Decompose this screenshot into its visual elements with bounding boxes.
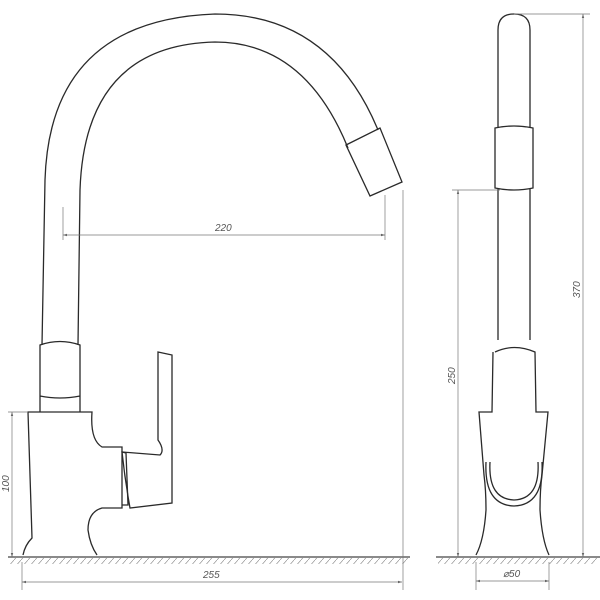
- total-height-label: 370: [572, 281, 583, 298]
- spout-nozzle: [345, 127, 403, 197]
- faucet-body: [22, 411, 123, 556]
- side-body: [475, 346, 550, 556]
- ground-hatch-front: [10, 558, 408, 564]
- handle-base: [121, 451, 129, 506]
- reach-label: 220: [214, 223, 232, 234]
- spout-tube: [41, 13, 379, 346]
- side-spout-tube: [497, 13, 531, 128]
- front-view: 220 255 100: [1, 13, 410, 590]
- lever-handle: [121, 351, 173, 509]
- spout-collar: [39, 340, 81, 412]
- base-length-label: 255: [202, 570, 220, 581]
- side-nozzle: [494, 125, 534, 340]
- body-height-label: 100: [1, 475, 12, 492]
- side-handle-loop: [485, 461, 543, 507]
- outlet-height-label: 250: [447, 367, 458, 385]
- base-diameter-label: ⌀50: [503, 569, 521, 580]
- ground-hatch-side: [438, 558, 598, 564]
- side-view: 250 370 ⌀50: [436, 13, 600, 590]
